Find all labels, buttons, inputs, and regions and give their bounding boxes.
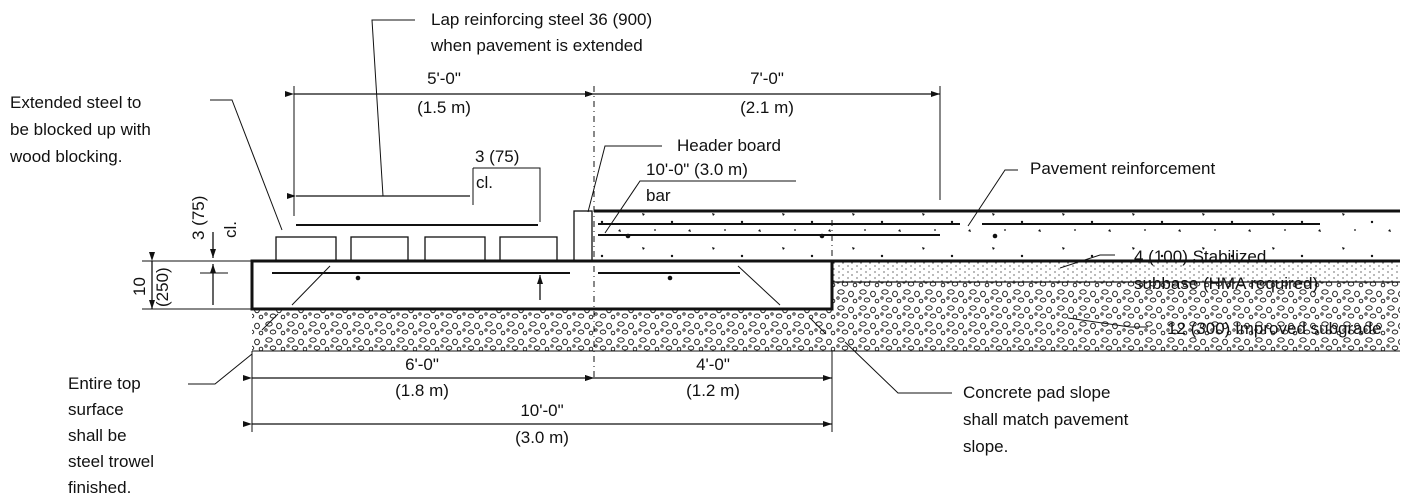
concrete-pad [250,259,834,311]
improved-subgrade-right [832,282,1400,351]
dim-top-left-m: (1.5 m) [417,98,471,117]
header-board [573,210,593,262]
stabilized-subbase-layer [832,261,1400,282]
wood-block-3 [424,236,486,262]
label-slope-line3: slope. [963,437,1008,456]
label-header-board: Header board [677,136,781,155]
label-slope-line2: shall match pavement [963,410,1129,429]
dim-bot-right-m: (1.2 m) [686,381,740,400]
label-subbase-line1: 4 (100) Stabilized [1134,247,1266,266]
label-surface-line2: surface [68,400,124,419]
label-side-clear: 3 (75) [189,196,208,240]
label-clear-unit: cl. [476,173,493,192]
dim-top-right-m: (2.1 m) [740,98,794,117]
label-bar-unit: bar [646,186,671,205]
label-surface-line3: shall be [68,426,127,445]
wood-block-4 [499,236,558,262]
dim-top-right-ft: 7'-0" [750,69,784,88]
dim-total-m: (3.0 m) [515,428,569,447]
label-bar-len: 10'-0" (3.0 m) [646,160,748,179]
label-pave-reinf: Pavement reinforcement [1030,159,1215,178]
label-slope-line1: Concrete pad slope [963,383,1110,402]
label-ext-line3: wood blocking. [9,147,122,166]
label-ext-line1: Extended steel to [10,93,141,112]
label-surface-line5: finished. [68,478,131,497]
dim-total-ft: 10'-0" [520,401,563,420]
label-clear-num: 3 (75) [475,147,519,166]
label-subbase-line2: subbase (HMA required) [1134,274,1318,293]
label-thick-in: 10 [130,277,149,296]
dim-bot-left-ft: 6'-0" [405,355,439,374]
wood-block-1 [275,236,337,262]
label-subgrade: 12 (300) Improved subgrade [1167,319,1382,338]
label-surface-line1: Entire top [68,374,141,393]
label-thick-mm: (250) [153,267,172,307]
label-lap-line2: when pavement is extended [430,36,643,55]
label-surface-line4: steel trowel [68,452,154,471]
dim-bot-left-m: (1.8 m) [395,381,449,400]
label-side-clear-unit: cl. [221,221,240,238]
dim-bot-right-ft: 4'-0" [696,355,730,374]
wood-block-2 [350,236,409,262]
label-lap-line1: Lap reinforcing steel 36 (900) [431,10,652,29]
dim-top-left-ft: 5'-0" [427,69,461,88]
improved-subgrade-layer [252,309,832,351]
label-ext-line2: be blocked up with [10,120,151,139]
